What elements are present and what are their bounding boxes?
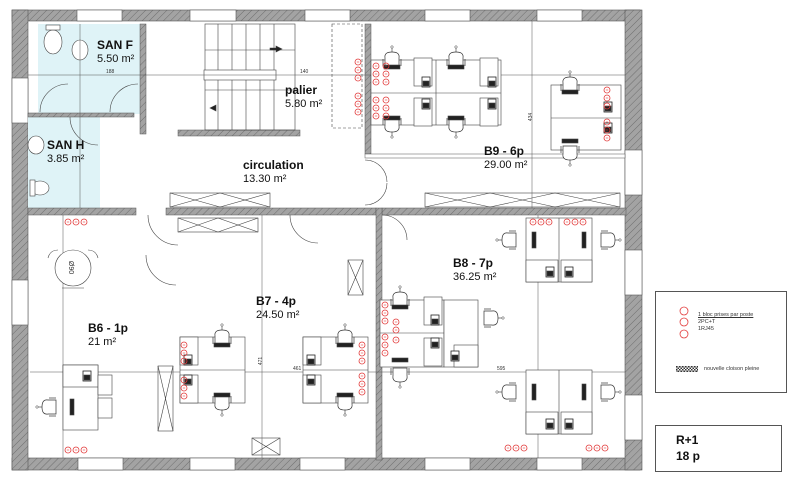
dimension-b7-width: 461 [293,366,302,372]
interior-walls [27,23,627,461]
room-name: SAN H [47,138,85,152]
room-area: 36.25 m² [453,270,497,283]
staircase [203,23,296,131]
table-diameter: Ø90 [67,260,75,275]
room-name: circulation [243,158,304,172]
room-san-f: SAN F 5.50 m² [97,38,135,65]
room-b7: B7 - 4p 24.50 m² [256,294,300,321]
round-table [47,249,99,289]
room-area: 5.50 m² [97,52,135,65]
room-area: 21 m² [88,335,117,348]
room-palier: palier 5.80 m² [285,83,323,110]
legend-new-partition: nouvelle cloison pleine [704,366,760,372]
room-area: 24.50 m² [256,308,300,321]
room-area: 13.30 m² [243,172,287,185]
dimension-b7-height: 471 [258,356,265,366]
room-name: B7 - 4p [256,294,297,308]
room-name: palier [285,83,318,97]
title-block: R+1 18 p [655,425,782,472]
outlet-legend-icon [679,306,689,339]
room-name: B6 - 1p [88,321,129,335]
room-san-h: SAN H 3.85 m² [47,138,85,165]
legend: 1 bloc prises par poste 2PC+T 1RJ45 nouv… [655,291,787,393]
room-b6: B6 - 1p 21 m² [88,321,129,348]
room-b9: B9 - 6p 29.00 m² [484,144,528,171]
room-area: 3.85 m² [47,152,85,165]
room-b8: B8 - 7p 36.25 m² [453,256,497,283]
legend-outlet-pc: 2PC+T [698,319,716,325]
dashed-zone [331,23,363,129]
room-area: 29.00 m² [484,158,528,171]
legend-outlet-block: 1 bloc prises par poste [698,312,754,318]
room-name: B9 - 6p [484,144,525,158]
dimension-palier: 140 [300,69,309,75]
room-area: 5.80 m² [285,97,323,110]
dimension-san-f: 188 [106,69,115,75]
dimension-b9-height: 434 [528,112,535,122]
dimension-b8-width: 595 [497,366,506,372]
exterior-walls [11,9,643,471]
storage-units [157,192,621,456]
floor-level: R+1 [676,433,699,447]
doors [39,83,408,286]
legend-outlet-rj45: 1RJ45 [698,326,714,332]
room-circulation: circulation 13.30 m² [243,158,304,185]
people-count: 18 p [676,449,701,463]
room-name: B8 - 7p [453,256,494,270]
room-name: SAN F [97,38,133,52]
partition-swatch-icon [676,366,698,372]
